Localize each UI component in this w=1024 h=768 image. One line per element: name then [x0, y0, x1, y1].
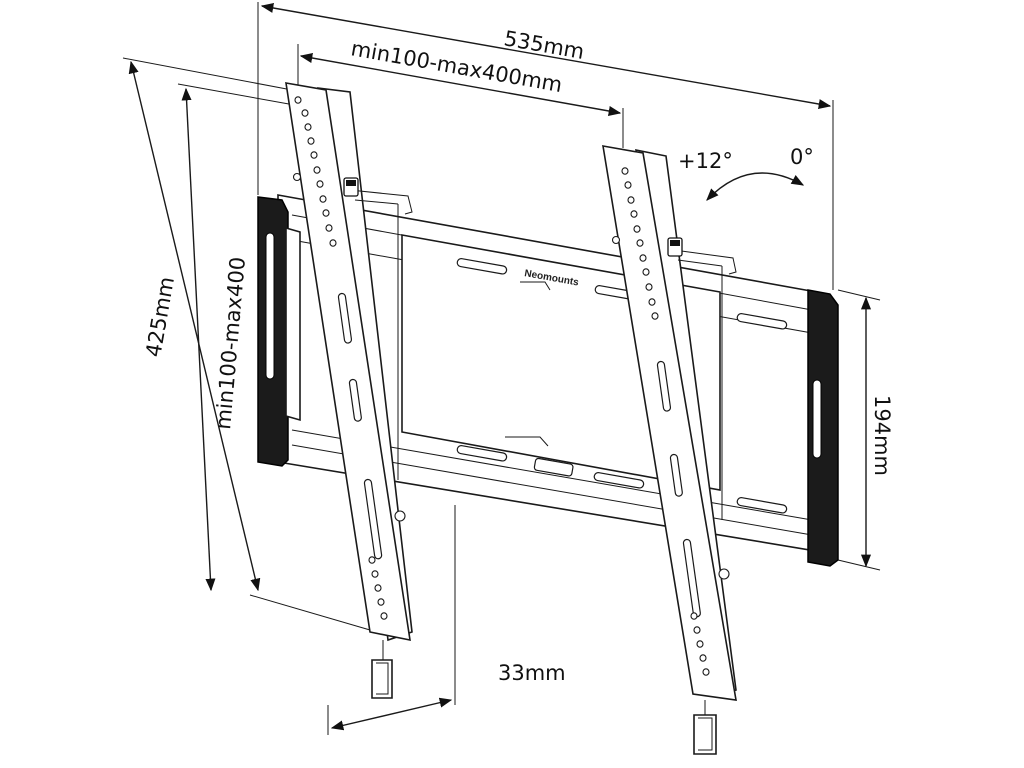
left-bracket-holes-bottom — [368, 556, 388, 620]
tilt-forward-label: +12° — [678, 149, 733, 173]
right-pin — [611, 235, 621, 245]
right-end-pad — [807, 289, 839, 567]
right-bracket-holes-bottom — [690, 612, 710, 676]
left-pin — [292, 172, 302, 182]
right-tilt-knob — [667, 237, 737, 520]
wall-distance-label: 33mm — [498, 661, 566, 685]
tilt-neutral-label: 0° — [790, 145, 814, 169]
overall-width-label: 535mm — [502, 26, 586, 64]
vesa-vertical-label: min100-max400 — [211, 256, 250, 431]
left-end-pad — [257, 196, 301, 467]
right-bracket-holes-top — [621, 167, 659, 320]
left-vertical-bracket — [285, 82, 413, 699]
right-vertical-bracket — [602, 145, 737, 755]
overall-height-label: 425mm — [141, 275, 179, 359]
left-tilt-knob — [343, 177, 413, 480]
rail-height-label: 194mm — [870, 395, 894, 476]
left-bracket-holes-top — [294, 96, 337, 247]
